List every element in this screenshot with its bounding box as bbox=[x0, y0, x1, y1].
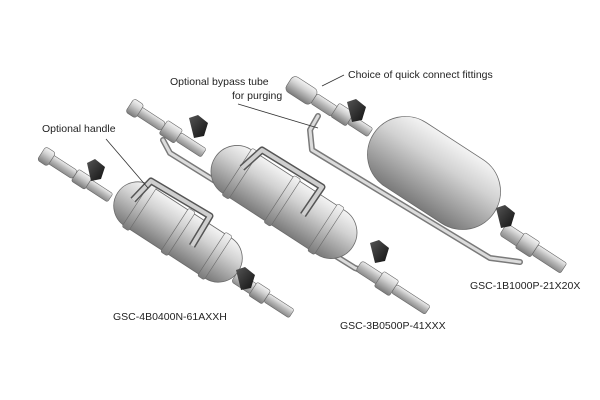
left-cylinder-assembly bbox=[37, 147, 294, 318]
callout-bypass-tube-line1: Optional bypass tube bbox=[170, 76, 269, 88]
callout-leader-lines bbox=[105, 74, 345, 189]
model-label-right: GSC-1B1000P-21X20X bbox=[470, 280, 581, 292]
callout-bypass-tube-line2: for purging bbox=[232, 90, 283, 102]
right-cylinder-assembly bbox=[285, 76, 567, 273]
leader-bypass-tube bbox=[237, 103, 319, 129]
middle-cylinder-assembly bbox=[126, 99, 430, 315]
callout-quick-connect: Choice of quick connect fittings bbox=[348, 69, 493, 81]
leader-optional-handle bbox=[105, 138, 149, 189]
leader-quick-connect bbox=[321, 74, 345, 87]
callout-optional-handle: Optional handle bbox=[42, 123, 116, 135]
model-label-middle: GSC-3B0500P-41XXX bbox=[340, 320, 446, 332]
model-label-left: GSC-4B0400N-61AXXH bbox=[113, 311, 227, 323]
